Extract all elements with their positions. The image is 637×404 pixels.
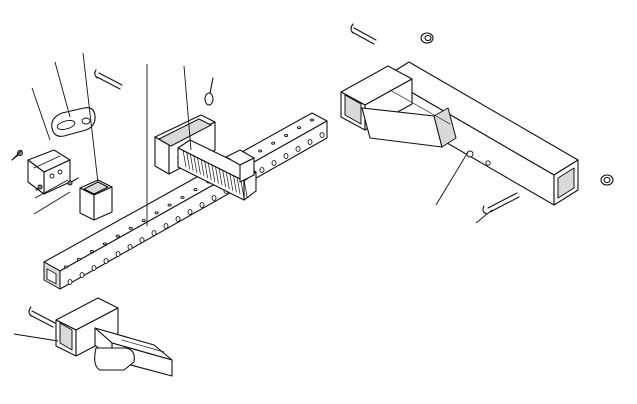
hitch-pin-left (94, 69, 123, 90)
sleeve-bracket (79, 179, 113, 221)
tray-rib (193, 155, 198, 173)
main-hitch-bar (43, 112, 328, 290)
bar-top-hole (271, 141, 276, 145)
bar-hole (139, 237, 145, 243)
bar-top-hole (141, 219, 146, 223)
bar-hole (175, 216, 181, 222)
bar-hole (199, 202, 205, 208)
bar-top-hole (76, 257, 81, 261)
bar-top-hole (297, 126, 302, 130)
bar-hole (91, 265, 97, 271)
bar-hole (115, 251, 121, 257)
tray-rib (211, 164, 216, 182)
bar-top-hole (128, 226, 133, 230)
tray-rib (229, 173, 234, 191)
bar-hole (307, 139, 313, 145)
spring-clip-right (600, 174, 614, 186)
bar-hole (163, 223, 169, 229)
bar-top-hole (63, 265, 69, 269)
bar-hole (295, 146, 301, 152)
tray-rib (186, 151, 190, 170)
bar-hole (211, 195, 217, 201)
hitch-pin-top (350, 23, 377, 45)
tray-rib (182, 149, 187, 168)
bar-hole (319, 132, 325, 138)
leader-lines (11, 52, 493, 342)
step-tray (177, 139, 257, 201)
bar-hole (259, 167, 265, 173)
bar-top-hole (284, 134, 289, 137)
bar-hole (103, 258, 109, 264)
tray-rib (225, 171, 230, 189)
hardware-bolts (11, 150, 79, 191)
bar-hole-row (67, 132, 325, 285)
clamp-bracket (27, 149, 71, 195)
bar-hole (283, 153, 289, 159)
bar-top-hole (180, 195, 185, 199)
bar-top-hole (167, 203, 172, 207)
bar-top-hole (102, 242, 107, 246)
tray-rib (236, 176, 241, 195)
bar-hole (151, 230, 157, 236)
tray-rib (243, 180, 248, 198)
clevis (51, 107, 96, 137)
bar-top-hole (258, 149, 263, 153)
bar-hole (79, 272, 85, 278)
tray-rib (215, 165, 219, 184)
tray-rib (197, 156, 201, 175)
spring-clip-top (420, 32, 434, 44)
hitch-pin-right (482, 192, 520, 215)
tray-rib (204, 160, 208, 179)
tray-rib (189, 153, 194, 171)
tray-rib (218, 167, 223, 186)
bar-hole (127, 244, 133, 250)
bar-top-hole (309, 118, 315, 122)
tray-rib (200, 158, 205, 177)
tray-rib (207, 162, 212, 180)
bar-hole (67, 279, 73, 285)
bar-top-hole (115, 234, 120, 238)
tray-rib (222, 169, 226, 188)
receiver-housing (340, 61, 579, 206)
receiver-adapter (55, 297, 173, 377)
hitch-pin-bottom (28, 306, 56, 328)
tray-ribs (182, 149, 248, 198)
bar-hole (271, 160, 277, 166)
bar-top-hole (89, 250, 94, 253)
bar-top-hole (193, 188, 198, 192)
bar-top-hole (154, 211, 159, 215)
bar-hole (187, 209, 193, 215)
tray-rib (233, 174, 237, 193)
spring-clip-middle (204, 77, 214, 106)
